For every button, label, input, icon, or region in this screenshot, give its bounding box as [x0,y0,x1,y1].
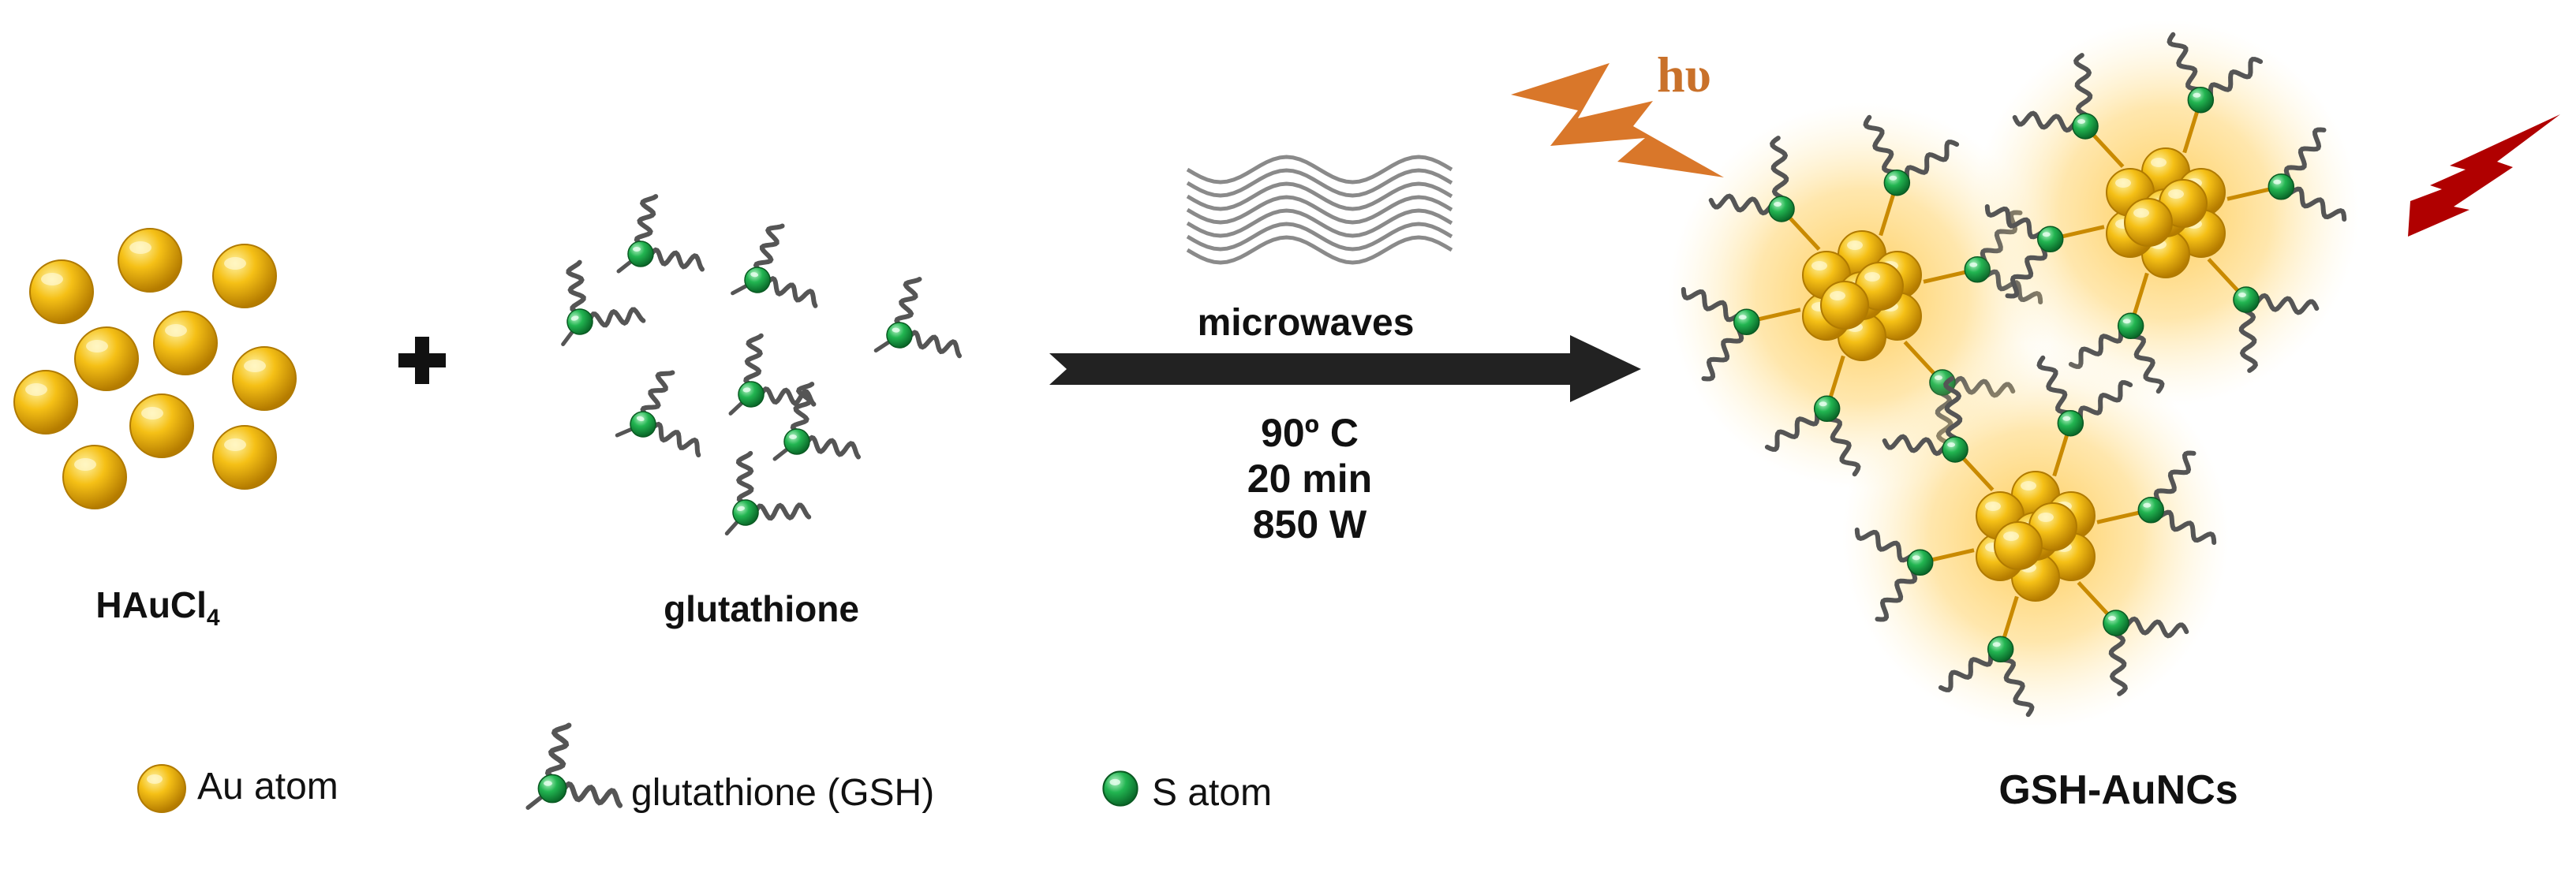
s-atom [2057,409,2084,437]
legend-s-atom-label: S atom [1152,772,1273,814]
s-atom [2268,173,2295,200]
s-atom [2072,113,2099,140]
gsh-aunc-clusters [1669,20,2359,729]
s-atom [2103,610,2129,636]
s-atom [1987,636,2014,663]
s-atom [2036,226,2064,253]
s-atom [2117,312,2144,340]
legend-au-atom-label: Au atom [197,766,338,807]
gsh-molecule [731,223,818,308]
product-label: GSH-AuNCs [1998,767,2238,813]
gsh-molecule [772,382,861,461]
condition-power: 850 W [1252,502,1367,546]
glutathione-label: glutathione [664,588,859,629]
gsh-aunc [1972,20,2359,406]
s-atom [783,428,810,455]
s-atom [626,408,660,441]
s-atom [1813,395,1841,423]
glutathione-molecules [561,194,963,536]
s-atom [1906,549,1934,576]
au-atom [1994,521,2043,570]
s-atom [563,305,596,338]
legend-gsh-icon [525,722,623,810]
gsh-aunc [1842,343,2229,729]
light-label: hυ [1657,47,1711,103]
gsh-molecule [724,450,812,536]
au-atom [2124,198,2173,247]
s-atom [1768,196,1795,222]
s-atom [1883,169,1911,196]
gsh-molecule [728,333,817,416]
legend-gsh-label: glutathione (GSH) [631,772,935,814]
microwaves-label: microwaves [1197,302,1415,344]
s-atom [1942,436,1968,463]
emission-icon [2408,114,2560,237]
au-atom [1820,281,1869,330]
condition-time: 20 min [1247,457,1373,501]
legend-au-atom-icon [137,764,186,813]
gsh-molecule [615,370,701,458]
s-atom [627,241,654,267]
s-atom [884,320,914,350]
hauCl4-label: HAuCl4 [95,584,220,632]
incident-light-icon [1511,63,1724,177]
s-atom [742,264,773,296]
s-atom [2187,86,2215,114]
legend-s-atom-icon [1102,770,1138,807]
gsh-molecule [616,194,705,274]
s-atom [2233,286,2260,313]
s-atom [1733,308,1760,336]
s-atom [537,774,567,804]
condition-temperature: 90º C [1261,411,1359,455]
gsh-molecule [561,259,646,346]
gsh-molecule [873,277,963,359]
s-atom [2137,496,2165,524]
gsh-molecule [525,722,623,810]
reaction-arrow [1049,335,1641,402]
microwave-icon [1186,155,1453,265]
hauCl4-atoms [13,228,297,509]
plus-sign [398,337,446,384]
